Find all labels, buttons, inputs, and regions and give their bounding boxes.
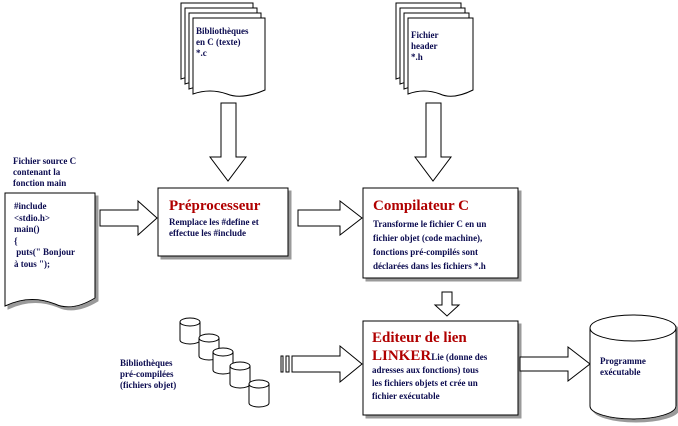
arrow-headers-to-compiler bbox=[414, 102, 452, 182]
preprocessor-title: Préprocesseur bbox=[169, 198, 261, 214]
arrow-compiler-to-linker bbox=[433, 291, 461, 317]
source-file-label: Fichier source C contenant la fonction m… bbox=[13, 156, 77, 188]
precompiled-libraries-cylinders bbox=[179, 317, 270, 408]
header-files-label: Fichier header *.h bbox=[411, 30, 439, 62]
executable-program-cylinder bbox=[589, 314, 677, 420]
preprocessor-box bbox=[157, 187, 289, 257]
linker-description-start: Lie (donne des bbox=[431, 352, 488, 362]
arrow-preprocessor-to-compiler bbox=[297, 199, 363, 237]
arrow-source-to-preprocessor bbox=[99, 199, 158, 237]
arrow-linker-to-program bbox=[519, 345, 591, 383]
arrow-precompiled-to-linker bbox=[280, 344, 363, 384]
executable-program-label: Programme exécutable bbox=[600, 356, 646, 377]
arrow-libraries-to-preprocessor bbox=[209, 102, 247, 182]
precompiled-libraries-label: Bibliothèques pré-compilées (fichiers ob… bbox=[120, 358, 177, 390]
header-files-document-stack bbox=[395, 2, 474, 97]
linker-description: adresses aux fonctions) tous les fichier… bbox=[372, 365, 479, 401]
linker-title-line2: LINKERLie (donne des bbox=[372, 347, 487, 365]
linker-box bbox=[362, 320, 519, 416]
linker-name: LINKER bbox=[372, 348, 432, 364]
linker-title: Editeur de lien bbox=[372, 330, 467, 346]
source-file-document bbox=[4, 192, 96, 308]
c-libraries-document-stack bbox=[180, 2, 266, 97]
c-libraries-label: Bibliothèques en C (texte) *.c bbox=[196, 26, 249, 58]
source-code-text: #include <stdio.h> main() { puts(" Bonjo… bbox=[14, 201, 76, 269]
compiler-box bbox=[362, 187, 519, 279]
compiler-description: Transforme le fichier C en un fichier ob… bbox=[373, 219, 487, 271]
compiler-title: Compilateur C bbox=[373, 198, 469, 214]
preprocessor-description: Remplace les #define et effectue les #in… bbox=[169, 217, 259, 238]
